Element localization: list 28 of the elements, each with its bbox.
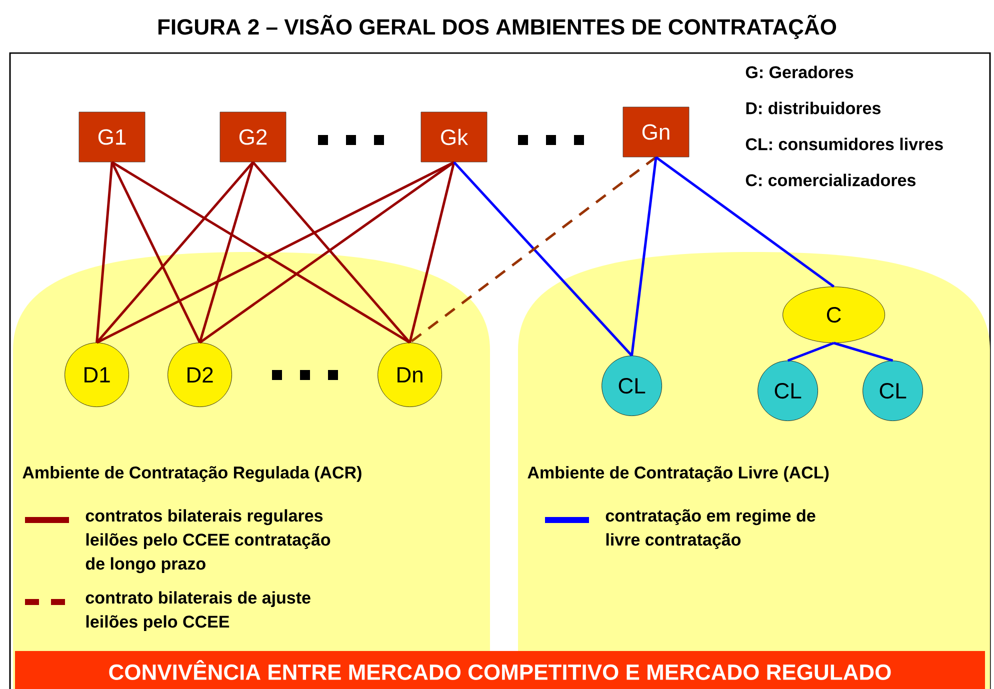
connector-line [199, 161, 455, 344]
connector-line [110, 162, 201, 344]
connector-line [198, 162, 254, 343]
generator-box: G1 [78, 112, 146, 162]
connector-line [453, 161, 633, 356]
legend-item: contratação em regime de livre contratação [545, 509, 816, 550]
connector-line [96, 161, 254, 344]
connector-line [96, 161, 455, 344]
connector-line [252, 161, 411, 344]
generator-box: Gn [622, 106, 690, 158]
generator-box: Gk [420, 112, 488, 162]
connector-line [111, 161, 410, 344]
key-text: G: Geradores [746, 66, 854, 78]
key-text: D: distribuidores [746, 102, 880, 114]
banner: CONVIVÊNCIA ENTRE MERCADO COMPETITIVO E MERCADO REGULADO [15, 651, 985, 689]
connector-line [833, 342, 894, 362]
title: FIGURA 2 – VISÃO GERAL DOS AMBIENTES DE CONTRATAÇÃO [158, 14, 836, 40]
connector-line [408, 162, 456, 343]
generator-box: G2 [220, 112, 286, 162]
legend-item: contratos bilaterais regulares leilões pelo CCEE contratação de longo prazo [25, 509, 330, 574]
connector-line [96, 162, 114, 343]
legend-item: contrato bilaterais de ajuste leilões pelo CCEE [25, 591, 310, 632]
connector-line [655, 156, 835, 288]
connector-line [409, 156, 657, 344]
connector-line [630, 157, 658, 356]
key-text: C: comercializadores [746, 174, 916, 186]
connector-line [787, 342, 834, 362]
key-text: CL: consumidores livres [746, 138, 943, 150]
